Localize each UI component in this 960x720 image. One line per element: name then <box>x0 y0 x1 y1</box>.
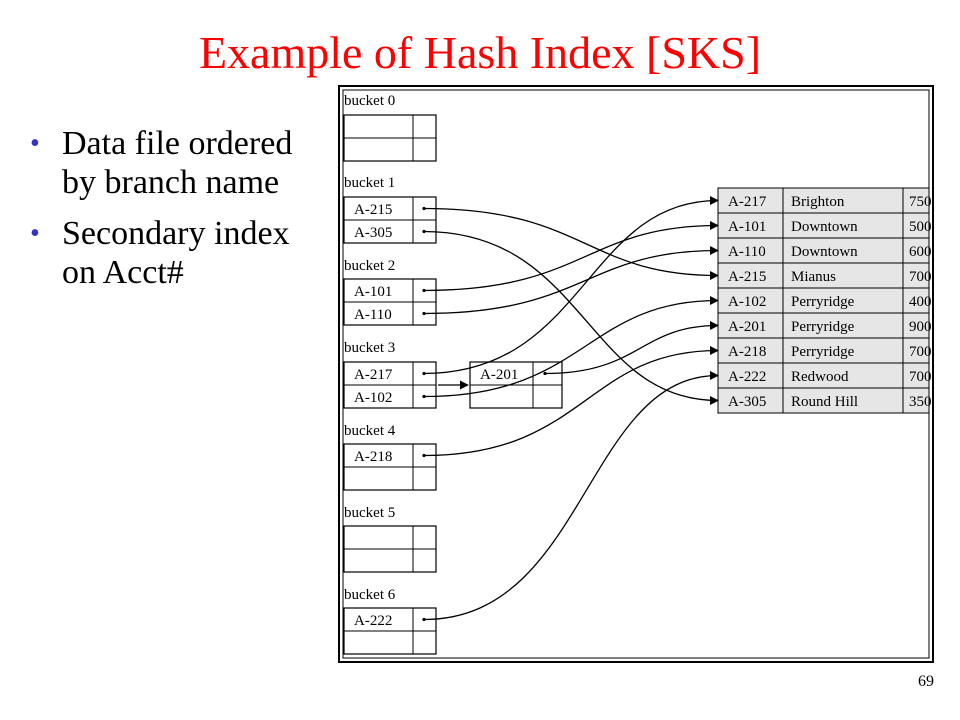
record-balance: 700 <box>909 269 932 285</box>
bullet-list: • Data file ordered by branch name • Secon… <box>30 124 330 304</box>
bucket-entry: A-110 <box>354 307 392 323</box>
record-branch: Redwood <box>791 369 849 385</box>
record-account: A-305 <box>728 394 766 410</box>
record-branch: Round Hill <box>791 394 858 410</box>
record-row <box>717 237 930 264</box>
overflow-entry: A-201 <box>480 367 518 383</box>
record-branch: Mianus <box>791 269 836 285</box>
record-branch: Downtown <box>791 244 858 260</box>
bucket-entry: A-215 <box>354 202 392 218</box>
pointer-a-218 <box>423 345 719 457</box>
record-account: A-215 <box>728 269 766 285</box>
record-balance: 700 <box>909 344 932 360</box>
bucket-entry: A-217 <box>354 367 393 383</box>
pointer-group <box>422 195 719 622</box>
figure-frame-outer <box>338 85 934 663</box>
record-branch: Downtown <box>791 219 858 235</box>
bucket-label: bucket 2 <box>344 258 395 274</box>
pointer-a-222 <box>423 370 719 621</box>
pointer-a-110 <box>423 245 719 315</box>
bucket-entry: A-218 <box>354 449 392 465</box>
record-balance: 400 <box>909 294 932 310</box>
record-account: A-102 <box>728 294 766 310</box>
record-balance: 350 <box>909 394 932 410</box>
pointer-a-102 <box>423 295 719 398</box>
bullet-text: Data file ordered by branch name <box>62 125 293 201</box>
record-balance: 500 <box>909 219 932 235</box>
record-account: A-201 <box>728 319 766 335</box>
bullet-dot-icon: • <box>30 128 40 159</box>
pointer-a-305 <box>423 230 719 406</box>
bucket-label: bucket 0 <box>344 93 395 109</box>
bullet-item: • Data file ordered by branch name <box>30 124 330 202</box>
bullet-dot-icon: • <box>30 218 40 249</box>
record-row <box>717 212 930 239</box>
record-account: A-110 <box>728 244 766 260</box>
record-row <box>717 387 930 414</box>
record-row <box>717 312 930 339</box>
bucket-entry: A-102 <box>354 390 392 406</box>
record-account: A-218 <box>728 344 766 360</box>
slide-title: Example of Hash Index [SKS] <box>198 27 762 78</box>
bullet-item: • Secondary index on Acct# <box>30 214 330 292</box>
record-account: A-222 <box>728 369 766 385</box>
record-balance: 900 <box>909 319 932 335</box>
record-account: A-101 <box>728 219 766 235</box>
bucket-entry: A-222 <box>354 613 392 629</box>
bucket-label: bucket 3 <box>344 340 395 356</box>
bucket-label: bucket 4 <box>344 423 396 439</box>
pointer-a-217 <box>423 195 719 375</box>
bucket-entry: A-101 <box>354 284 392 300</box>
page-number: 69 <box>918 673 934 690</box>
bucket-label: bucket 6 <box>344 587 396 603</box>
record-row <box>717 362 930 389</box>
record-balance: 600 <box>909 244 932 260</box>
bullet-text: Secondary index on Acct# <box>62 215 290 291</box>
record-row <box>717 262 930 289</box>
pointer-a-215 <box>423 207 719 281</box>
record-branch: Perryridge <box>791 294 855 310</box>
record-row <box>717 337 930 364</box>
pointer-a-101 <box>423 220 719 292</box>
record-branch: Perryridge <box>791 344 855 360</box>
record-account: A-217 <box>728 194 767 210</box>
record-branch: Perryridge <box>791 319 855 335</box>
record-branch: Brighton <box>791 194 845 210</box>
bucket-entry: A-305 <box>354 225 392 241</box>
bucket-label: bucket 5 <box>344 505 395 521</box>
record-balance: 750 <box>909 194 932 210</box>
pointer-a-201 <box>544 320 719 375</box>
bucket-label: bucket 1 <box>344 175 395 191</box>
record-balance: 700 <box>909 369 932 385</box>
